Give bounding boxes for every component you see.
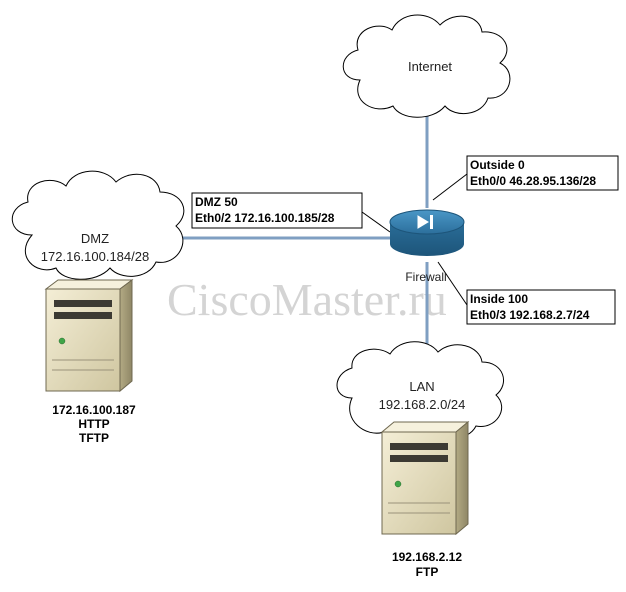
inside-interface-name: Inside 100	[470, 292, 528, 306]
firewall-device: Firewall	[389, 209, 465, 284]
lan-server-bay-1	[390, 443, 448, 450]
lan-server-top	[380, 421, 470, 433]
leader-outside	[432, 173, 468, 201]
lan-cloud-label: LAN	[409, 379, 434, 394]
inside-interface-box: Inside 100 Eth0/3 192.168.2.7/24	[466, 289, 616, 325]
inside-interface-address: Eth0/3 192.168.2.7/24	[470, 308, 590, 322]
network-links	[178, 113, 429, 353]
dmz-server-service-1: HTTP	[78, 417, 109, 431]
lan-server-service-1: FTP	[416, 565, 439, 579]
dmz-cloud-label: DMZ	[81, 231, 109, 246]
internet-cloud-shape	[342, 14, 511, 118]
internet-cloud: Internet	[342, 14, 511, 118]
outside-interface-frame	[466, 155, 619, 191]
dmz-interface-address: Eth0/2 172.16.100.185/28	[195, 211, 335, 225]
dmz-cloud: DMZ 172.16.100.184/28	[11, 170, 185, 280]
leader-inside	[437, 261, 468, 306]
outside-interface-box: Outside 0 Eth0/0 46.28.95.136/28	[466, 155, 619, 191]
lan-cloud: LAN 192.168.2.0/24	[336, 341, 505, 443]
outside-interface-address: Eth0/0 46.28.95.136/28	[470, 174, 596, 188]
dmz-server-power-led	[58, 337, 66, 345]
firewall-icon	[417, 215, 433, 229]
dmz-server	[44, 279, 134, 393]
outside-interface-name: Outside 0	[470, 158, 525, 172]
lan-server	[380, 420, 470, 536]
dmz-server-ip: 172.16.100.187	[52, 403, 136, 417]
dmz-interface-box: DMZ 50 Eth0/2 172.16.100.185/28	[191, 192, 363, 229]
dmz-cloud-shape	[11, 170, 185, 280]
firewall-label: Firewall	[405, 270, 446, 284]
dmz-server-bay-1	[54, 300, 112, 307]
leader-dmz	[361, 211, 391, 233]
dmz-server-bay-2	[54, 312, 112, 319]
dmz-cloud-subnet: 172.16.100.184/28	[41, 249, 149, 264]
inside-interface-frame	[466, 289, 616, 325]
dmz-interface-name: DMZ 50	[195, 195, 238, 209]
dmz-server-top	[44, 279, 134, 290]
lan-server-bay-2	[390, 455, 448, 462]
dmz-server-service-2: TFTP	[79, 431, 109, 445]
lan-server-power-led	[394, 480, 402, 488]
lan-cloud-subnet: 192.168.2.0/24	[379, 397, 466, 412]
dmz-server-side	[119, 279, 133, 393]
lan-server-side	[455, 420, 469, 536]
callout-leaders	[361, 173, 468, 306]
lan-server-ip: 192.168.2.12	[392, 550, 462, 564]
watermark-text: CiscoMaster.ru	[167, 274, 447, 325]
internet-cloud-label: Internet	[408, 59, 452, 74]
dmz-interface-frame	[191, 192, 363, 229]
